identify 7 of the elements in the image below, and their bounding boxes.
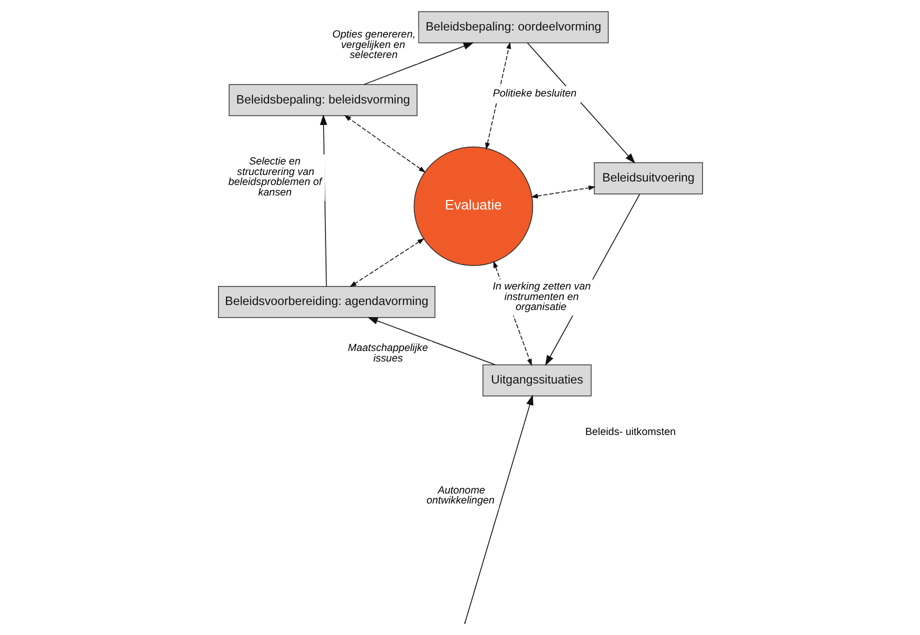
edge-label: Opties genereren, vergelijken en selecteren [332,29,415,62]
edge-label: In werking zetten van instrumenten en organisatie [492,281,590,314]
label: Beleids- uitkomsten [584,427,676,438]
edge-label: Maatschappelijke issues [347,343,428,365]
edge-label: Politieke besluiten [492,88,576,100]
edge-label: Selectie en structurering van beleidsproblemen of kansen [228,156,322,199]
edge-label: Autonome ontwikkelingen [426,485,494,507]
